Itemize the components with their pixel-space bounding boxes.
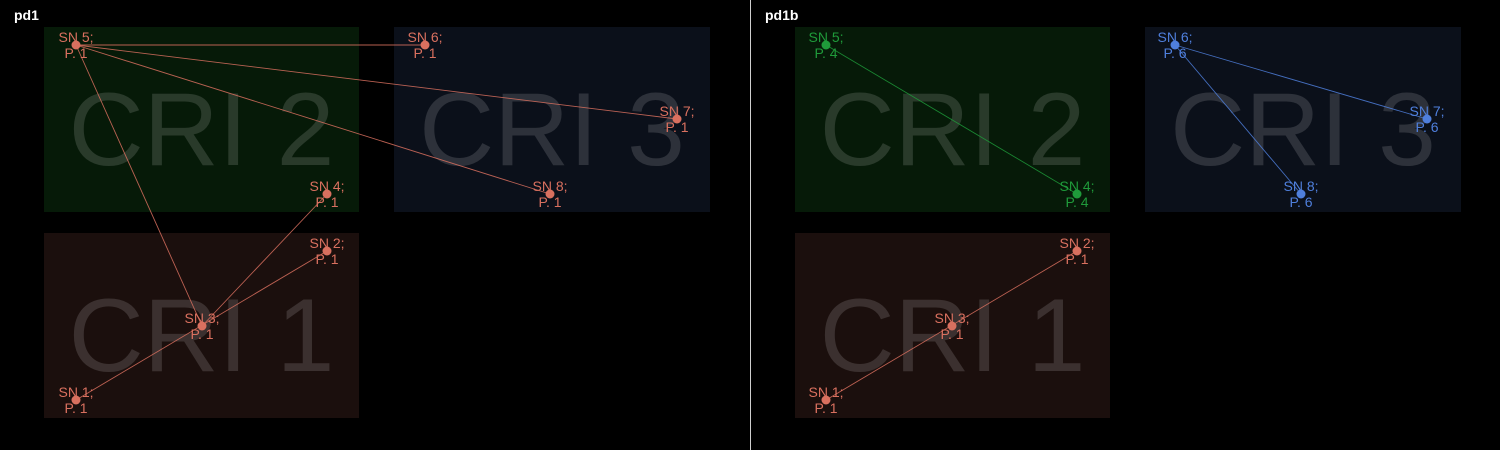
edge-n3-n4 bbox=[201, 193, 328, 327]
node-n8[interactable] bbox=[1296, 189, 1306, 199]
node-label-sn: SN 4; bbox=[309, 178, 344, 194]
node-n2[interactable] bbox=[1072, 246, 1082, 256]
node-label-p: P. 1 bbox=[814, 400, 837, 416]
node-n3[interactable] bbox=[197, 321, 207, 331]
node-n1[interactable] bbox=[71, 395, 81, 405]
node-label-p: P. 1 bbox=[1065, 251, 1088, 267]
node-label-p: P. 1 bbox=[665, 119, 688, 135]
node-label-sn: SN 2; bbox=[1059, 235, 1094, 251]
node-label-sn: SN 7; bbox=[1409, 103, 1444, 119]
node-n6[interactable] bbox=[1170, 40, 1180, 50]
node-n5[interactable] bbox=[71, 40, 81, 50]
node-label-p: P. 1 bbox=[64, 400, 87, 416]
node-label-p: P. 6 bbox=[1415, 119, 1438, 135]
node-label-p: P. 6 bbox=[1289, 194, 1312, 210]
edge-n5-n7 bbox=[75, 44, 678, 120]
node-n2[interactable] bbox=[322, 246, 332, 256]
panel-title: pd1 bbox=[14, 7, 39, 23]
node-label-p: P. 4 bbox=[1065, 194, 1088, 210]
node-label-p: P. 1 bbox=[538, 194, 561, 210]
panel-divider bbox=[750, 0, 751, 450]
node-n5[interactable] bbox=[821, 40, 831, 50]
node-label-sn: SN 1; bbox=[808, 384, 843, 400]
node-n4[interactable] bbox=[1072, 189, 1082, 199]
node-label-sn: SN 8; bbox=[1283, 178, 1318, 194]
node-label-sn: SN 8; bbox=[532, 178, 567, 194]
region-cri2 bbox=[44, 27, 359, 212]
node-label-sn: SN 3; bbox=[934, 310, 969, 326]
region-label: CRI 1 bbox=[820, 278, 1086, 394]
region-cri3 bbox=[1145, 27, 1461, 212]
node-n1[interactable] bbox=[821, 395, 831, 405]
edge-n6-n8 bbox=[1174, 44, 1302, 195]
node-label-sn: SN 3; bbox=[184, 310, 219, 326]
node-label-sn: SN 1; bbox=[58, 384, 93, 400]
node-n7[interactable] bbox=[1422, 114, 1432, 124]
node-label-sn: SN 5; bbox=[808, 29, 843, 45]
node-label-p: P. 1 bbox=[315, 251, 338, 267]
node-label-p: P. 1 bbox=[413, 45, 436, 61]
region-label: CRI 2 bbox=[820, 72, 1086, 188]
edge-n5-n8 bbox=[75, 44, 551, 195]
region-cri3 bbox=[394, 27, 710, 212]
edge-n5-n4 bbox=[825, 44, 1078, 195]
node-label-sn: SN 6; bbox=[1157, 29, 1192, 45]
node-label-sn: SN 5; bbox=[58, 29, 93, 45]
panel-title: pd1b bbox=[765, 7, 799, 23]
node-label-sn: SN 6; bbox=[407, 29, 442, 45]
node-label-p: P. 4 bbox=[814, 45, 837, 61]
node-n8[interactable] bbox=[545, 189, 555, 199]
node-label-p: P. 1 bbox=[940, 326, 963, 342]
node-label-p: P. 1 bbox=[190, 326, 213, 342]
node-label-sn: SN 2; bbox=[309, 235, 344, 251]
node-n7[interactable] bbox=[672, 114, 682, 124]
node-n6[interactable] bbox=[420, 40, 430, 50]
region-label: CRI 3 bbox=[1170, 72, 1436, 188]
node-label-p: P. 6 bbox=[1163, 45, 1186, 61]
node-label-p: P. 1 bbox=[315, 194, 338, 210]
edge-n6-n7 bbox=[1174, 44, 1428, 120]
node-label-sn: SN 7; bbox=[659, 103, 694, 119]
region-label: CRI 3 bbox=[419, 72, 685, 188]
node-n4[interactable] bbox=[322, 189, 332, 199]
region-label: CRI 2 bbox=[69, 72, 335, 188]
edge-n5-n3 bbox=[75, 44, 203, 327]
region-label: CRI 1 bbox=[69, 278, 335, 394]
node-label-sn: SN 4; bbox=[1059, 178, 1094, 194]
node-n3[interactable] bbox=[947, 321, 957, 331]
node-label-p: P. 1 bbox=[64, 45, 87, 61]
